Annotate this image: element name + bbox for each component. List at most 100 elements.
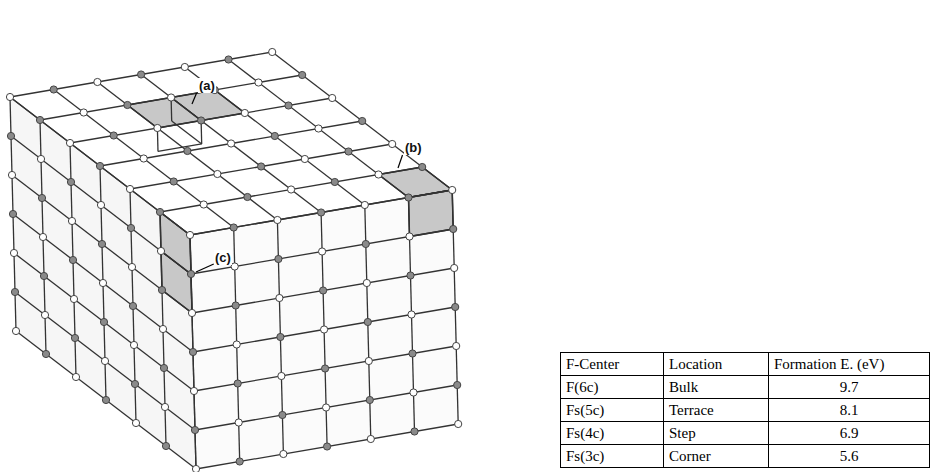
table-cell: 5.6 xyxy=(769,445,930,468)
atom xyxy=(71,334,78,341)
atom xyxy=(411,428,418,435)
atom xyxy=(39,233,46,240)
atom xyxy=(409,350,416,357)
table-cell: Fs(4c) xyxy=(561,422,664,445)
atom xyxy=(236,458,243,465)
atom xyxy=(389,140,396,147)
atom xyxy=(364,318,371,325)
atom xyxy=(162,442,169,449)
atom xyxy=(230,224,237,231)
bond-line xyxy=(70,98,332,143)
table-cell: Corner xyxy=(664,445,769,468)
atom xyxy=(189,348,196,355)
bond-line xyxy=(54,90,234,228)
table-cell: 8.1 xyxy=(769,399,930,422)
atom xyxy=(99,279,106,286)
atom xyxy=(10,249,17,256)
atom xyxy=(124,101,131,108)
bond-line xyxy=(14,253,194,391)
bond-line xyxy=(11,136,191,274)
atom xyxy=(128,263,135,270)
bond-line xyxy=(229,60,409,198)
atom xyxy=(321,326,328,333)
bond-line xyxy=(130,144,392,189)
atom xyxy=(451,264,458,271)
atom xyxy=(331,178,338,185)
atom xyxy=(37,155,44,162)
atom xyxy=(36,116,43,123)
atom xyxy=(67,178,74,185)
atom xyxy=(375,171,382,178)
atom xyxy=(241,109,248,116)
atom xyxy=(200,201,207,208)
table-cell: 6.9 xyxy=(769,422,930,445)
atom xyxy=(156,208,163,215)
atom xyxy=(235,419,242,426)
atom xyxy=(154,124,161,131)
atom xyxy=(181,63,188,70)
bond-line xyxy=(194,346,456,391)
atom xyxy=(280,450,287,457)
atom xyxy=(362,240,369,247)
atom xyxy=(407,272,414,279)
atom xyxy=(186,231,193,238)
table-cell: Step xyxy=(664,422,769,445)
atom xyxy=(102,396,109,403)
bond-line xyxy=(172,121,202,144)
atom xyxy=(453,342,460,349)
table-cell: F-Center xyxy=(561,353,664,376)
atom xyxy=(299,71,306,78)
table-cell: Location xyxy=(664,353,769,376)
atom xyxy=(66,139,73,146)
bond-line xyxy=(272,52,452,190)
leader-lines xyxy=(192,93,403,272)
atom xyxy=(324,443,331,450)
bond-line xyxy=(16,331,196,469)
atom xyxy=(188,309,195,316)
atom xyxy=(100,318,107,325)
atom xyxy=(363,279,370,286)
bond-line xyxy=(97,82,277,220)
callout-label: (c) xyxy=(214,250,232,265)
atom xyxy=(285,102,292,109)
table-row: Fs(3c)Corner5.6 xyxy=(561,445,930,468)
callout-label: (a) xyxy=(198,78,216,93)
atom xyxy=(11,288,18,295)
atom xyxy=(405,194,412,201)
atom xyxy=(244,193,251,200)
atom xyxy=(228,140,235,147)
atom xyxy=(184,147,191,154)
atom xyxy=(365,357,372,364)
atom xyxy=(40,272,47,279)
atom xyxy=(329,94,336,101)
bond-line xyxy=(10,97,190,235)
atom xyxy=(187,270,194,277)
table-cell: Fs(5c) xyxy=(561,399,664,422)
callout-label: (b) xyxy=(404,140,423,155)
atom xyxy=(450,225,457,232)
atom xyxy=(41,311,48,318)
atom xyxy=(159,325,166,332)
bond-line xyxy=(193,307,455,352)
atom xyxy=(231,263,238,270)
atom xyxy=(97,201,104,208)
cube-faces xyxy=(10,52,458,469)
atom xyxy=(323,404,330,411)
atom xyxy=(140,155,147,162)
atom xyxy=(278,372,285,379)
atom xyxy=(170,178,177,185)
atom xyxy=(192,465,199,472)
atom xyxy=(42,350,49,357)
atom xyxy=(127,224,134,231)
atom xyxy=(449,186,456,193)
atom xyxy=(6,93,13,100)
atom xyxy=(214,170,221,177)
atom xyxy=(454,381,461,388)
atom xyxy=(69,256,76,263)
leader-line xyxy=(192,93,197,104)
atom xyxy=(406,233,413,240)
table-cell: Fs(3c) xyxy=(561,445,664,468)
atom xyxy=(361,201,368,208)
atom xyxy=(233,341,240,348)
bond-line xyxy=(100,121,362,166)
